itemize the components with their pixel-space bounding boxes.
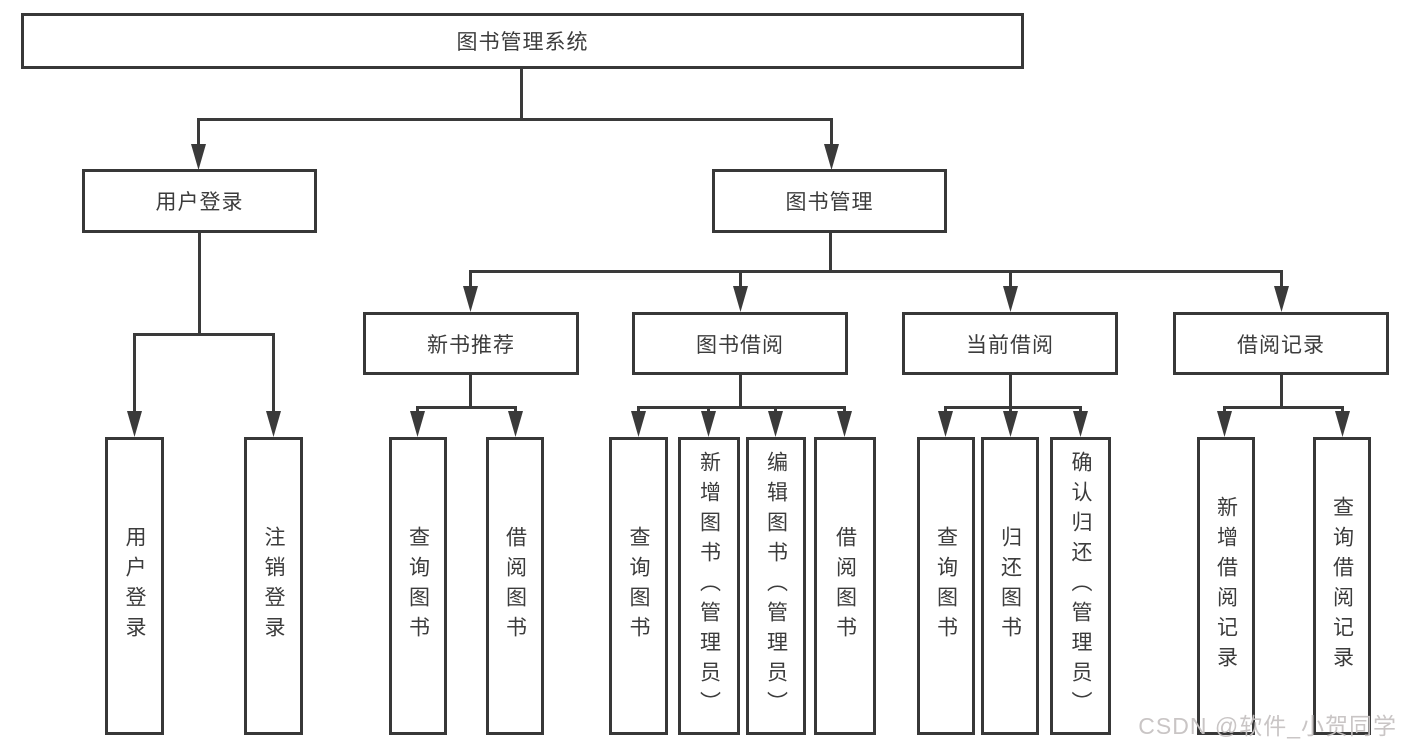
arrow-down-icon: [837, 411, 852, 437]
leaf-label: 确认归还（管理员）: [1069, 451, 1092, 721]
leaf-label: 新增借阅记录: [1214, 496, 1238, 676]
leaf-logout: 注销登录: [244, 437, 303, 735]
leaf-add-borrow-record: 新增借阅记录: [1197, 437, 1255, 735]
leaf-label: 归还图书: [998, 526, 1022, 646]
leaf-label: 查询借阅记录: [1330, 496, 1354, 676]
leaf-query-borrow-record: 查询借阅记录: [1313, 437, 1371, 735]
node-label: 图书管理: [785, 191, 874, 214]
arrow-down-icon: [701, 411, 716, 437]
leaf-label: 查询图书: [627, 526, 650, 646]
node-label: 用户登录: [155, 191, 244, 214]
arrow-down-icon: [508, 411, 523, 437]
node-book-borrowing: 图书借阅: [632, 312, 848, 375]
node-root: 图书管理系统: [21, 13, 1024, 69]
node-root-label: 图书管理系统: [456, 31, 589, 54]
leaf-label: 查询图书: [406, 526, 430, 646]
arrow-down-icon: [463, 286, 478, 312]
arrow-down-icon: [1073, 411, 1088, 437]
leaf-query-books: 查询图书: [917, 437, 975, 735]
arrow-down-icon: [1217, 411, 1232, 437]
node-book-management-branch: 图书管理: [712, 169, 947, 233]
csdn-watermark: CSDN @软件_小贺同学: [1138, 713, 1397, 739]
leaf-borrow-books: 借阅图书: [486, 437, 544, 735]
leaf-query-books: 查询图书: [609, 437, 668, 735]
arrow-down-icon: [733, 286, 748, 312]
arrow-down-icon: [1335, 411, 1350, 437]
arrow-down-icon: [1003, 286, 1018, 312]
node-label: 新书推荐: [427, 333, 515, 357]
leaf-add-books-admin: 新增图书（管理员）: [678, 437, 740, 735]
arrow-down-icon: [768, 411, 783, 437]
leaf-query-books: 查询图书: [389, 437, 447, 735]
node-label: 当前借阅: [966, 333, 1054, 357]
arrow-down-icon: [938, 411, 953, 437]
arrow-down-icon: [127, 411, 142, 437]
arrow-down-icon: [1274, 286, 1289, 312]
leaf-confirm-return-admin: 确认归还（管理员）: [1050, 437, 1111, 735]
leaf-label: 借阅图书: [503, 526, 527, 646]
leaf-label: 注销登录: [262, 526, 285, 646]
arrow-down-icon: [410, 411, 425, 437]
leaf-label: 用户登录: [123, 526, 146, 646]
leaf-label: 借阅图书: [833, 526, 857, 646]
node-borrow-records: 借阅记录: [1173, 312, 1389, 375]
arrow-down-icon: [191, 144, 206, 170]
leaf-label: 编辑图书（管理员）: [764, 451, 788, 721]
leaf-borrow-books: 借阅图书: [814, 437, 876, 735]
leaf-label: 查询图书: [934, 526, 958, 646]
leaf-edit-books-admin: 编辑图书（管理员）: [746, 437, 806, 735]
node-label: 借阅记录: [1237, 333, 1325, 357]
node-new-book-recommend: 新书推荐: [363, 312, 579, 375]
arrow-down-icon: [824, 144, 839, 170]
node-label: 图书借阅: [696, 333, 784, 357]
arrow-down-icon: [1003, 411, 1018, 437]
arrow-down-icon: [631, 411, 646, 437]
leaf-user-login: 用户登录: [105, 437, 164, 735]
arrowheads: [127, 144, 1350, 437]
arrow-down-icon: [266, 411, 281, 437]
leaf-return-books: 归还图书: [981, 437, 1039, 735]
node-user-login-branch: 用户登录: [82, 169, 317, 233]
leaf-label: 新增图书（管理员）: [697, 451, 721, 721]
node-current-borrowing: 当前借阅: [902, 312, 1118, 375]
connector-path: [133, 69, 1344, 414]
